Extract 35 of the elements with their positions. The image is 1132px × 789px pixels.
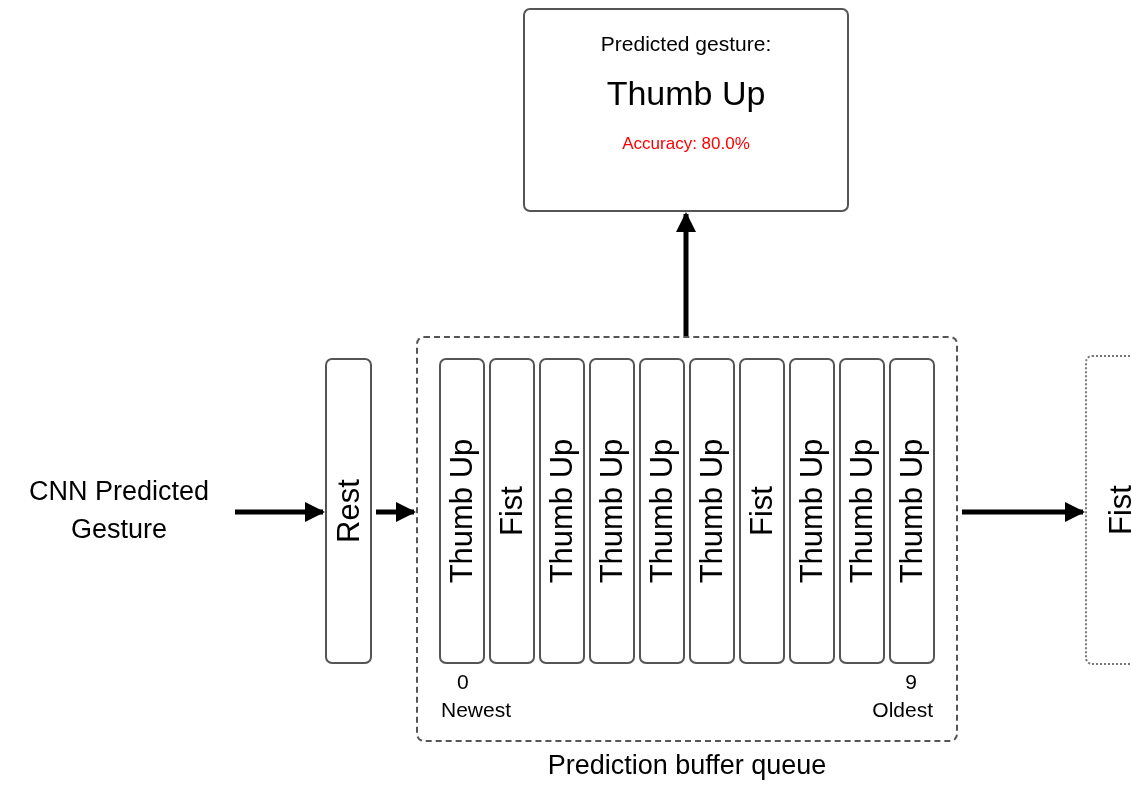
- position-index: 0: [457, 670, 469, 694]
- gesture-label: Thumb Up: [544, 438, 580, 584]
- queue-slot: [325, 358, 372, 664]
- output-card: [523, 8, 849, 212]
- accuracy-text: Accuracy: 80.0%: [621, 134, 751, 154]
- group-title: Prediction buffer queue: [546, 750, 828, 781]
- queue-slot: [539, 358, 585, 664]
- position-caption: Newest: [441, 698, 512, 722]
- gesture-label: Fist: [1103, 485, 1132, 535]
- gesture-label: Thumb Up: [894, 438, 930, 584]
- gesture-label: Thumb Up: [444, 438, 480, 584]
- gesture-label: Rest: [330, 479, 367, 543]
- queue-slot: [489, 358, 535, 664]
- arrow: [962, 502, 1085, 522]
- queue-slot: [839, 358, 885, 664]
- position-caption: Oldest: [872, 698, 933, 722]
- position-index: 9: [905, 670, 917, 694]
- gesture-label: Fist: [494, 486, 530, 536]
- queue-slot: [639, 358, 685, 664]
- gesture-label: Thumb Up: [594, 438, 630, 584]
- arrow: [235, 502, 325, 522]
- gesture-label: Fist: [744, 486, 780, 536]
- card-heading: Predicted gesture:: [599, 32, 773, 56]
- gesture-label: Thumb Up: [644, 438, 680, 584]
- gesture-label: Thumb Up: [794, 438, 830, 584]
- queue-slot: [689, 358, 735, 664]
- input-label: CNN Predicted Gesture: [5, 472, 233, 552]
- arrow: [676, 212, 696, 336]
- queue-slot: [589, 358, 635, 664]
- predicted-label: Thumb Up: [605, 74, 767, 113]
- queue-slot: [739, 358, 785, 664]
- gesture-label: Thumb Up: [694, 438, 730, 584]
- arrow: [376, 502, 416, 522]
- queue-slot: [789, 358, 835, 664]
- gesture-label: Thumb Up: [844, 438, 880, 584]
